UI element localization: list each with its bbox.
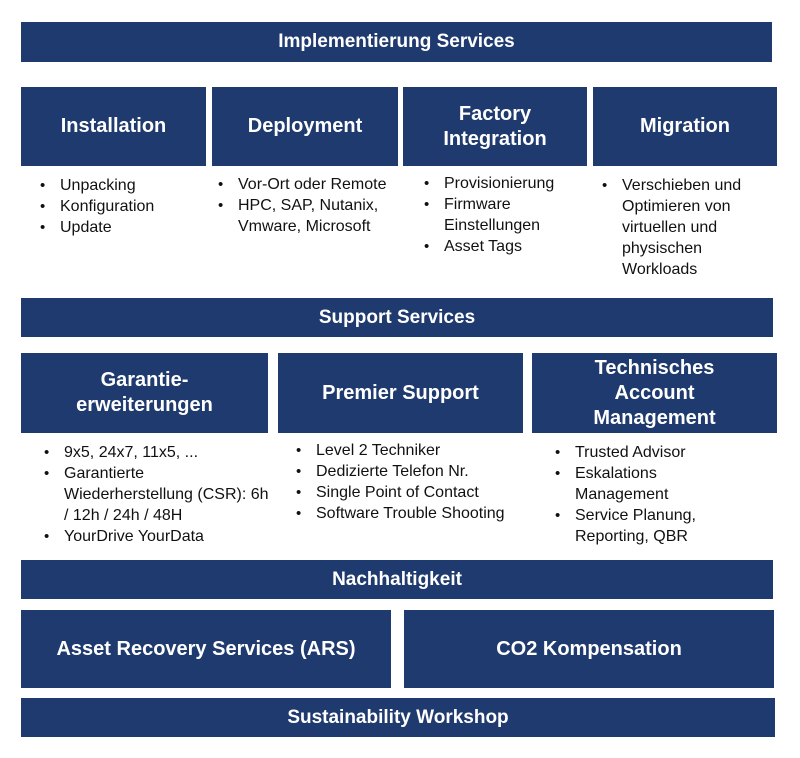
migration-box: Migration (593, 87, 777, 166)
list-item: Software Trouble Shooting (294, 503, 519, 524)
technisches-account-management-list: Trusted Advisor Eskalations Management S… (553, 442, 753, 547)
list-item: Level 2 Techniker (294, 440, 519, 461)
premier-support-list: Level 2 Techniker Dedizierte Telefon Nr.… (294, 440, 519, 524)
list-item: Verschieben und Optimieren von virtuelle… (600, 175, 770, 280)
nachhaltigkeit-header: Nachhaltigkeit (21, 560, 773, 599)
installation-box: Installation (21, 87, 206, 166)
list-item: Garantierte Wiederherstellung (CSR): 6h … (42, 463, 270, 526)
list-item: Konfiguration (38, 196, 203, 217)
list-item: Service Planung, Reporting, QBR (553, 505, 753, 547)
sustainability-workshop-bar: Sustainability Workshop (21, 698, 775, 737)
list-item: Unpacking (38, 175, 203, 196)
garantieerweiterungen-box: Garantie- erweiterungen (21, 353, 268, 433)
support-services-header: Support Services (21, 298, 773, 337)
list-item: Update (38, 217, 203, 238)
list-item: Single Point of Contact (294, 482, 519, 503)
factory-integration-list: Provisionierung Firmware Einstellungen A… (422, 173, 592, 257)
deployment-list: Vor-Ort oder Remote HPC, SAP, Nutanix, V… (216, 174, 411, 237)
technisches-account-management-box: Technisches Account Management (532, 353, 777, 433)
list-item: 9x5, 24x7, 11x5, ... (42, 442, 270, 463)
list-item: YourDrive YourData (42, 526, 270, 547)
installation-list: Unpacking Konfiguration Update (38, 175, 203, 238)
deployment-box: Deployment (212, 87, 398, 166)
list-item: Dedizierte Telefon Nr. (294, 461, 519, 482)
list-item: HPC, SAP, Nutanix, Vmware, Microsoft (216, 195, 411, 237)
factory-integration-box: Factory Integration (403, 87, 587, 166)
implementation-services-header: Implementierung Services (21, 22, 772, 62)
migration-list: Verschieben und Optimieren von virtuelle… (600, 175, 770, 280)
list-item: Asset Tags (422, 236, 592, 257)
asset-recovery-services-box: Asset Recovery Services (ARS) (21, 610, 391, 688)
list-item: Vor-Ort oder Remote (216, 174, 411, 195)
co2-kompensation-box: CO2 Kompensation (404, 610, 774, 688)
list-item: Trusted Advisor (553, 442, 753, 463)
list-item: Firmware Einstellungen (422, 194, 592, 236)
premier-support-box: Premier Support (278, 353, 523, 433)
garantieerweiterungen-list: 9x5, 24x7, 11x5, ... Garantierte Wiederh… (42, 442, 270, 547)
list-item: Provisionierung (422, 173, 592, 194)
list-item: Eskalations Management (553, 463, 753, 505)
